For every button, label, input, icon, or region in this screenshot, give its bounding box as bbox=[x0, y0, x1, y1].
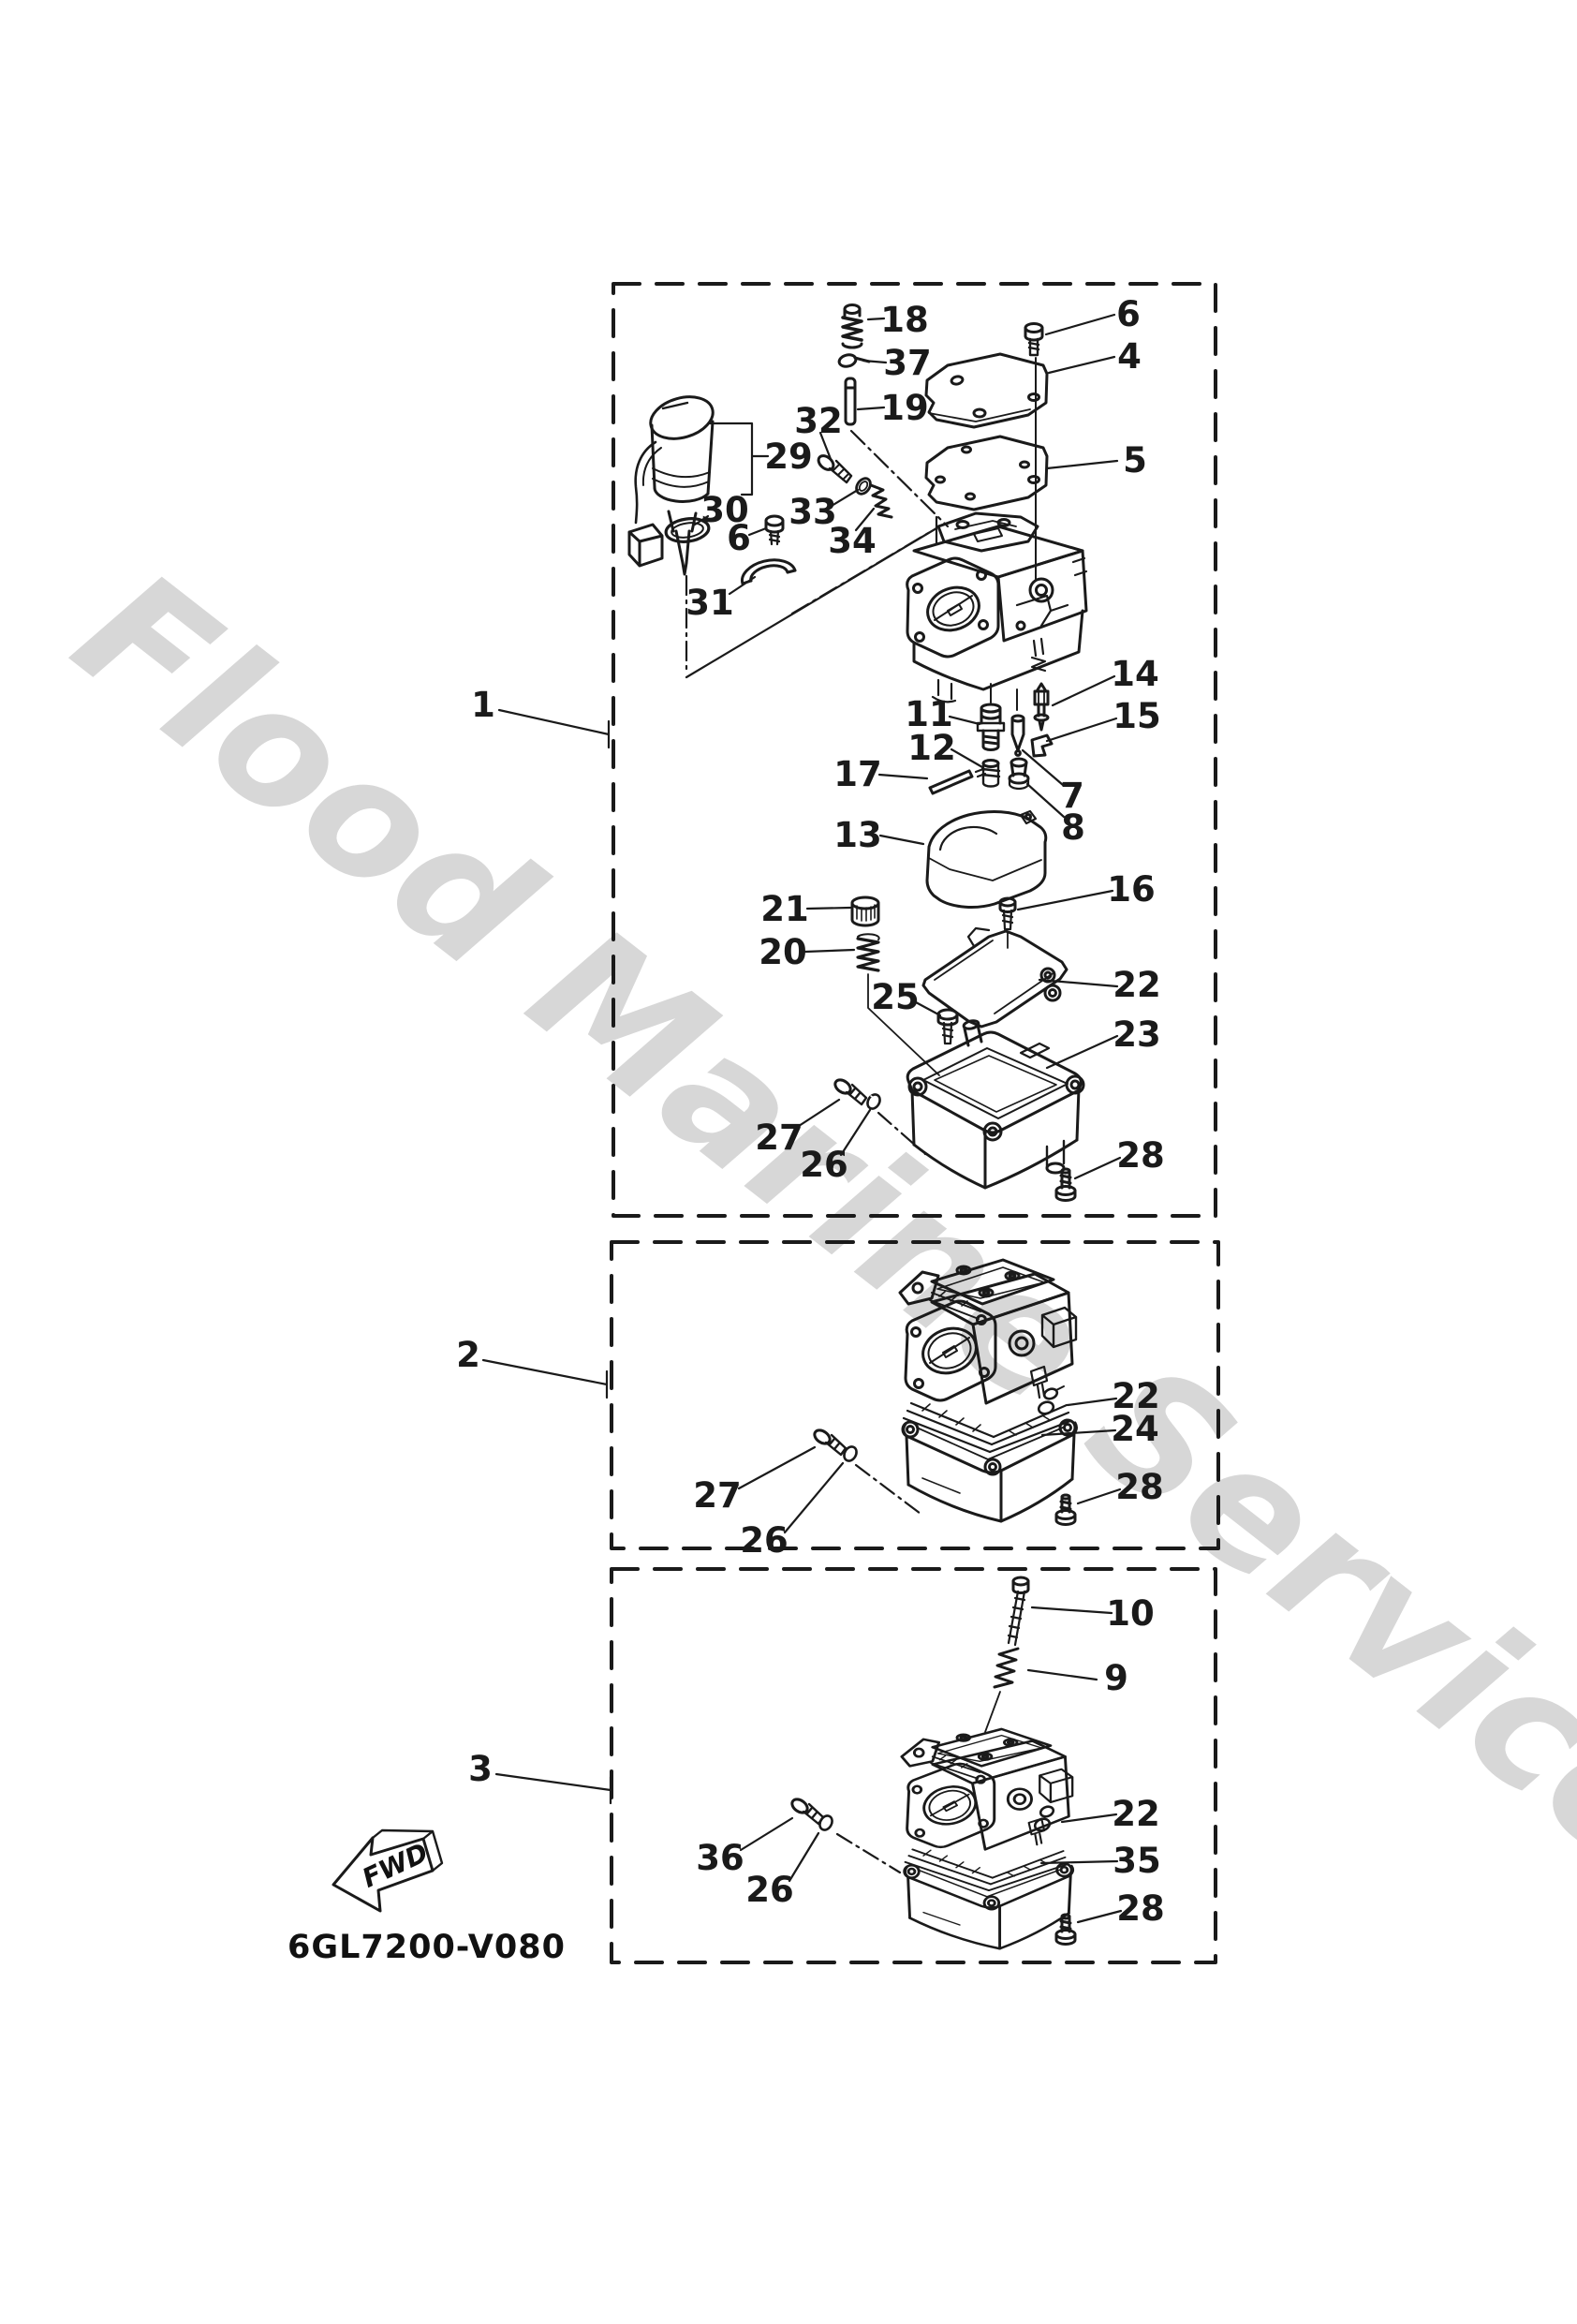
group-box-3 bbox=[610, 1567, 1217, 1964]
fwd-arrow bbox=[332, 1828, 444, 1913]
part-15-clip bbox=[1030, 733, 1054, 758]
part-label-1: 1 bbox=[471, 685, 495, 725]
part-label-15: 15 bbox=[1113, 696, 1161, 736]
part-label-4: 4 bbox=[1117, 336, 1142, 377]
part-label-23: 23 bbox=[1113, 1014, 1161, 1055]
part-label-7: 7 bbox=[1060, 776, 1084, 816]
part-29-solenoid bbox=[627, 395, 715, 576]
part-28-screw-box2 bbox=[1054, 1493, 1077, 1526]
part-16-screw bbox=[998, 896, 1017, 949]
part-8-valve-seat bbox=[1008, 757, 1030, 791]
part-label-8: 8 bbox=[1061, 807, 1085, 848]
part-label-9: 9 bbox=[1104, 1658, 1128, 1698]
part-23-float-bowl bbox=[906, 1019, 1085, 1190]
part-7-needle-valve bbox=[1010, 714, 1025, 757]
part-label-26: 26 bbox=[800, 1145, 848, 1185]
assembly-line-26 bbox=[877, 1111, 927, 1156]
part-10-screw bbox=[1007, 1576, 1030, 1647]
part-21-cap bbox=[850, 896, 880, 927]
part-label-27: 27 bbox=[755, 1118, 803, 1158]
part-label-24: 24 bbox=[1111, 1409, 1159, 1449]
part-label-20: 20 bbox=[759, 932, 807, 972]
leader-lines bbox=[481, 313, 1123, 1924]
part-22-clip-box3 bbox=[1033, 1805, 1055, 1832]
part-label-26c: 26 bbox=[745, 1870, 794, 1910]
part-label-10: 10 bbox=[1106, 1593, 1155, 1634]
part-label-36: 36 bbox=[696, 1838, 744, 1878]
part-26-washer-box3 bbox=[818, 1814, 833, 1831]
part-label-29: 29 bbox=[764, 437, 813, 477]
part-26-washer-box2 bbox=[843, 1445, 858, 1462]
part-13-float bbox=[925, 809, 1048, 909]
part-label-5: 5 bbox=[1123, 440, 1147, 481]
assembly-line-26-box3 bbox=[835, 1832, 902, 1874]
part-5-gasket bbox=[924, 435, 1049, 511]
part-label-11: 11 bbox=[905, 694, 953, 734]
part-label-30: 30 bbox=[700, 490, 749, 530]
part-label-12: 12 bbox=[907, 728, 956, 768]
part-1-carburetor-body bbox=[906, 511, 1088, 711]
part-22-clip-box2 bbox=[1037, 1385, 1065, 1415]
part-22-bowl-gasket bbox=[921, 926, 1069, 1029]
part-14-float-valve bbox=[1033, 682, 1050, 732]
part-label-6b: 6 bbox=[727, 518, 751, 558]
part-label-28: 28 bbox=[1116, 1135, 1165, 1176]
part-25-screw bbox=[936, 1008, 959, 1045]
part-32-screw bbox=[817, 454, 853, 484]
part-26-washer bbox=[866, 1093, 881, 1110]
assembly-center-lines bbox=[685, 429, 950, 679]
part-label-6: 6 bbox=[1116, 294, 1141, 334]
part-label-2: 2 bbox=[456, 1335, 480, 1375]
part-33-o-ring bbox=[855, 477, 872, 496]
watermark-text: Flood Marine Services bbox=[41, 534, 1577, 1966]
part-label-35: 35 bbox=[1113, 1841, 1161, 1881]
part-11-nozzle bbox=[976, 703, 1006, 751]
part-34-spring bbox=[869, 483, 893, 519]
part-27-screw bbox=[833, 1078, 868, 1106]
group-box-1 bbox=[612, 282, 1217, 1218]
part-9-spring bbox=[984, 1647, 1020, 1733]
callout-labels: 1 18 37 19 6 4 5 29 30 6 31 32 33 34 11 … bbox=[456, 294, 1165, 1929]
part-label-37: 37 bbox=[883, 343, 932, 383]
assembly-line-26-box2 bbox=[854, 1463, 922, 1516]
part-label-18: 18 bbox=[880, 300, 929, 340]
part-label-17: 17 bbox=[833, 754, 882, 794]
part-label-21: 21 bbox=[760, 889, 809, 929]
part-label-22c: 22 bbox=[1112, 1794, 1160, 1834]
part-3-carburetor-assembly bbox=[900, 1727, 1075, 1950]
part-17-float-pin bbox=[928, 767, 987, 795]
part-label-22: 22 bbox=[1113, 965, 1161, 1005]
part-label-27b: 27 bbox=[693, 1475, 742, 1516]
part-18-spring-screw bbox=[841, 303, 863, 349]
part-label-25: 25 bbox=[871, 977, 920, 1017]
part-label-32: 32 bbox=[794, 401, 843, 441]
part-label-16: 16 bbox=[1107, 869, 1156, 910]
part-28-screw-box3 bbox=[1054, 1913, 1077, 1946]
part-label-3: 3 bbox=[468, 1749, 493, 1789]
part-label-26b: 26 bbox=[740, 1520, 788, 1561]
part-4-plate bbox=[924, 352, 1049, 429]
part-36-screw bbox=[790, 1798, 825, 1826]
part-label-33: 33 bbox=[788, 492, 837, 532]
part-30-o-ring bbox=[664, 517, 711, 543]
part-label-19: 19 bbox=[880, 388, 929, 428]
part-label-28c: 28 bbox=[1116, 1888, 1165, 1929]
part-label-22b: 22 bbox=[1112, 1376, 1160, 1416]
drawing-code: 6GL7200-V080 bbox=[287, 1929, 566, 1966]
part-label-31: 31 bbox=[685, 583, 734, 623]
part-28-screw bbox=[1054, 1167, 1077, 1202]
part-27-screw-box2 bbox=[813, 1428, 847, 1457]
part-12-jet bbox=[980, 759, 1001, 788]
part-20-spring bbox=[856, 933, 940, 1076]
part-label-14: 14 bbox=[1111, 654, 1159, 694]
part-label-34: 34 bbox=[828, 521, 877, 561]
part-6-screw-left bbox=[764, 514, 785, 546]
part-label-13: 13 bbox=[833, 815, 882, 855]
group-box-2 bbox=[610, 1240, 1220, 1550]
part-19-pin bbox=[844, 377, 857, 426]
part-label-28b: 28 bbox=[1115, 1467, 1164, 1507]
